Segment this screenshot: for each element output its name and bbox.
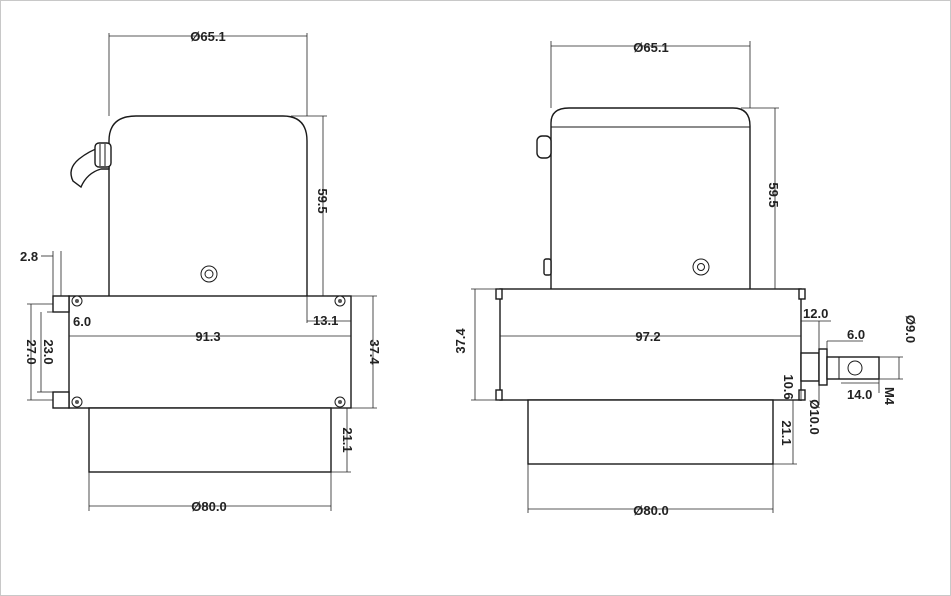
left-dim-tab: 2.8 [20,249,38,264]
right-dim-bottom-dia: Ø80.0 [633,503,668,518]
left-dim-tab-offset: 6.0 [73,314,91,329]
right-dim-width: 97.2 [635,329,660,344]
right-upper-housing [550,107,751,289]
left-screws [71,295,346,408]
right-dim-shaft-offset: 12.0 [803,306,828,321]
left-dim-lines [27,33,377,511]
right-side-knob [536,135,552,159]
left-dim-right-offset: 13.1 [313,313,338,328]
left-dim-body-height: 37.4 [367,339,382,365]
right-main-body [499,288,802,401]
left-dim-width: 91.3 [195,329,220,344]
right-lower-drum [527,399,774,465]
right-ring-inner [697,263,705,271]
left-dim-lower-height: 21.1 [340,427,355,452]
left-ring-inner [204,269,214,279]
left-tab-bottom [52,391,70,409]
right-dim-shaft-step: 6.0 [847,327,865,342]
left-lower-drum [88,407,332,473]
right-ring-outer [692,258,710,276]
right-dim-shaft-len: 10.6 [781,374,796,399]
left-dim-top-dia: Ø65.1 [190,29,225,44]
right-dim-shaft-dia: Ø10.0 [807,399,822,434]
left-dim-bottom-dia: Ø80.0 [191,499,226,514]
left-main-body [68,295,352,409]
left-upper-housing [108,115,308,296]
left-dim-upper-height: 59.5 [315,188,330,213]
right-dim-body-height: 37.4 [453,328,468,354]
right-dim-shaft-ext: 14.0 [847,387,872,402]
right-dim-upper-height: 59.5 [766,182,781,207]
right-dim-hole-dia: Ø9.0 [903,315,918,343]
left-dim-outer-height: 27.0 [24,339,39,364]
left-tab-top [52,295,70,313]
right-dim-lower-height: 21.1 [779,420,794,445]
right-shaft [800,348,880,386]
left-ring-outer [200,265,218,283]
left-cable-outlet [70,142,112,189]
left-view: Ø65.1 59.5 2.8 6.0 23.0 27.0 91.3 13.1 3… [20,29,382,514]
right-view: Ø65.1 59.5 37.4 97.2 12.0 6.0 Ø9.0 10.6 … [453,40,918,518]
right-side-nub [543,258,552,276]
right-dim-top-dia: Ø65.1 [633,40,668,55]
left-dim-inner-height: 23.0 [41,339,56,364]
right-dim-lines [471,41,903,513]
right-dim-thread: M4 [882,387,897,406]
